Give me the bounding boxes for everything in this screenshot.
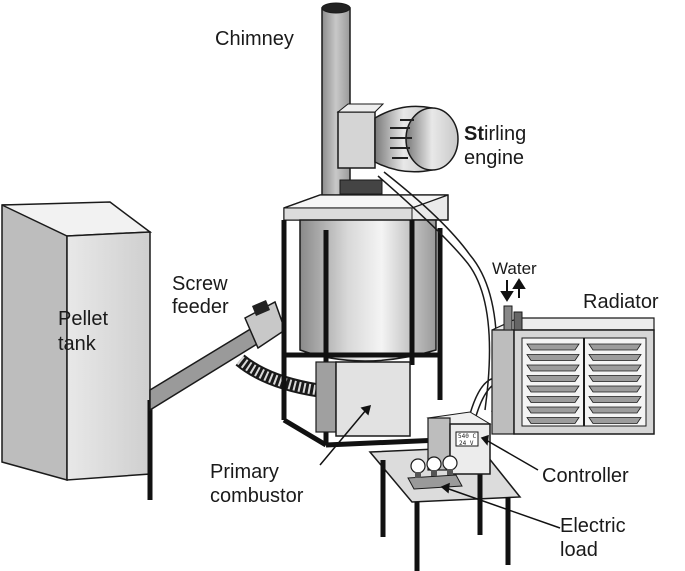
radiator-louvre [588,375,642,382]
radiator-louvre [526,343,580,351]
water-in-arrow [500,280,514,302]
label-primary-line1: Primary [210,461,279,483]
radiator-louvre [588,343,642,351]
radiator-louvre [588,417,642,424]
electric-load [407,455,463,490]
controller-display-temp: 540 C [458,433,476,440]
label-water: Water [492,259,537,278]
label-controller: Controller [542,465,629,487]
label-chimney: Chimney [215,28,294,50]
radiator-louvre [588,385,642,393]
radiator-louvre [588,406,642,414]
light-bulb-icon [442,455,458,475]
controller-display-voltage: 24 V [459,440,474,447]
radiator-louvre [588,354,642,361]
water-out-arrow [512,278,526,298]
label-stirling-bold: St [464,123,484,145]
label-pellet-line2: tank [58,333,97,355]
label-primary-line2: combustor [210,485,304,507]
label-electric-line1: Electric [560,515,626,537]
label-screw-line2: feeder [172,296,229,318]
label-stirling-line1: Stirling [464,123,526,145]
radiator-louvre [526,385,580,393]
radiator-louvre [526,375,580,382]
radiator-louvres [526,343,642,424]
light-bulb-icon [410,458,426,478]
stirling-engine [336,103,459,213]
radiator-louvre [526,364,580,372]
radiator-louvre [526,417,580,424]
radiator-louvre [526,396,580,403]
radiator-louvre [588,396,642,403]
primary-combustor [315,361,411,437]
label-leaders [319,404,561,529]
label-electric-line2: load [560,539,598,561]
label-screw-line1: Screw [172,273,228,295]
light-bulb-icon [426,456,442,476]
radiator [491,278,655,435]
label-stirling-line2: engine [464,147,524,169]
label-stirling-rest: irling [484,123,526,145]
chimney [321,2,351,199]
label-pellet-line1: Pellet [58,308,108,330]
pellet-tank [1,201,153,500]
radiator-louvre [526,406,580,414]
radiator-louvre [588,364,642,372]
radiator-louvre [526,354,580,361]
label-radiator: Radiator [583,291,659,313]
